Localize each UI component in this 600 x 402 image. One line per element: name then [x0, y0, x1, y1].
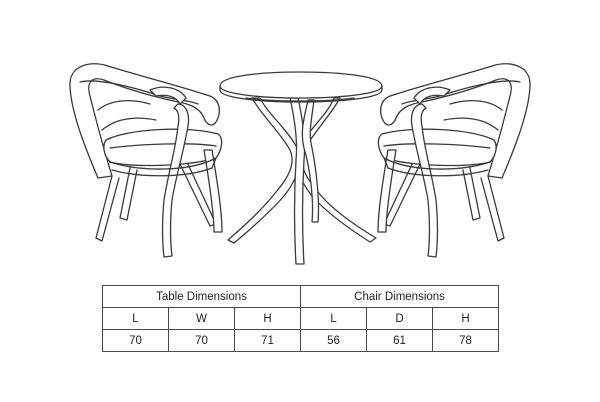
value-row: 70 70 71 56 61 78: [102, 329, 500, 352]
round-table: [219, 71, 383, 265]
label-row: L W H L D H: [102, 307, 500, 330]
table-width-label: W: [168, 307, 235, 330]
table-dimensions-heading: Table Dimensions: [101, 285, 302, 308]
chair-height-label: H: [432, 307, 500, 330]
table-length-label: L: [102, 307, 169, 330]
chair-dimensions-heading: Chair Dimensions: [300, 285, 500, 308]
chair-length-label: L: [300, 307, 368, 330]
chair-depth-value: 61: [366, 329, 434, 352]
table-length-value: 70: [102, 329, 169, 352]
right-armchair: [377, 63, 531, 258]
furniture-illustration: [69, 63, 531, 265]
chair-depth-label: D: [366, 307, 434, 330]
chair-height-value: 78: [432, 329, 500, 352]
left-armchair: [69, 63, 223, 258]
chair-length-value: 56: [300, 329, 368, 352]
group-header-row: Table Dimensions Chair Dimensions: [101, 285, 500, 308]
table-height-label: H: [233, 307, 302, 330]
table-width-value: 70: [168, 329, 235, 352]
dimensions-table: Table Dimensions Chair Dimensions L W H …: [101, 285, 500, 352]
table-height-value: 71: [233, 329, 302, 352]
